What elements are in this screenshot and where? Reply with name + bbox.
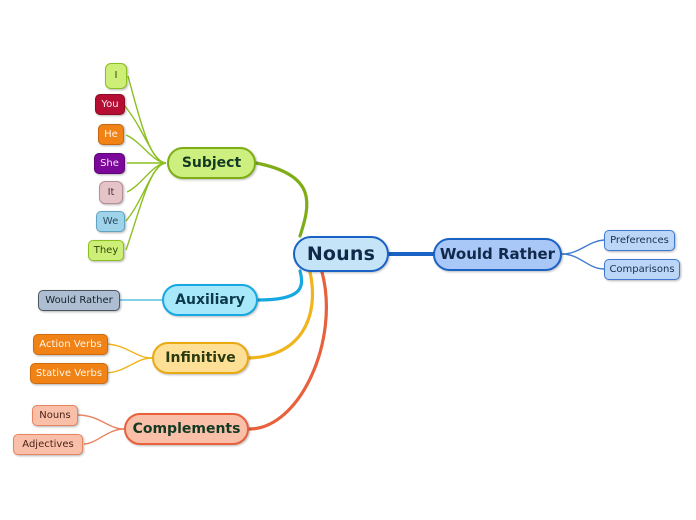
node-auxiliary-would-rather[interactable]: Would Rather — [38, 290, 120, 311]
node-nouns-root-label: Nouns — [306, 242, 376, 265]
node-infinitive[interactable]: Infinitive — [152, 342, 249, 374]
node-pronoun-it[interactable]: It — [99, 181, 123, 204]
node-pronoun-you[interactable]: You — [95, 94, 125, 115]
edge-root-infinitive — [244, 270, 315, 360]
edge-subject-they — [125, 162, 167, 251]
edge-subject-it — [126, 162, 167, 193]
node-subject[interactable]: Subject — [167, 147, 256, 179]
edge-complements-adjectives — [83, 428, 125, 445]
node-complement-adjectives-label: Adjectives — [22, 438, 74, 450]
edge-root-auxiliary — [256, 269, 304, 302]
node-auxiliary-would-rather-label: Would Rather — [45, 294, 113, 306]
node-preferences[interactable]: Preferences — [604, 230, 675, 251]
node-stative-verbs-label: Stative Verbs — [35, 367, 103, 379]
node-complement-nouns-label: Nouns — [39, 409, 71, 421]
edge-subject-he — [125, 134, 167, 164]
edge-wouldrather-preferences — [561, 239, 605, 255]
node-auxiliary-label: Auxiliary — [175, 292, 245, 308]
node-pronoun-she[interactable]: She — [94, 153, 125, 174]
node-nouns-root[interactable]: Nouns — [293, 236, 389, 272]
node-complement-nouns[interactable]: Nouns — [32, 405, 78, 426]
node-infinitive-label: Infinitive — [165, 350, 236, 366]
edge-wouldrather-comparisons — [561, 253, 605, 270]
node-action-verbs-label: Action Verbs — [39, 338, 102, 350]
node-comparisons[interactable]: Comparisons — [604, 259, 680, 280]
node-pronoun-we-label: We — [102, 215, 119, 227]
edge-root-subject — [254, 161, 309, 238]
node-complements-label: Complements — [132, 421, 241, 437]
node-pronoun-i[interactable]: I — [105, 63, 127, 89]
node-action-verbs[interactable]: Action Verbs — [33, 334, 108, 355]
edge-subject-you — [123, 104, 167, 164]
node-pronoun-it-label: It — [107, 186, 115, 198]
node-stative-verbs[interactable]: Stative Verbs — [30, 363, 108, 384]
node-pronoun-she-label: She — [100, 157, 119, 169]
node-subject-label: Subject — [181, 155, 242, 171]
node-pronoun-they[interactable]: They — [88, 240, 124, 261]
node-pronoun-i-label: I — [114, 70, 118, 81]
node-pronoun-he-label: He — [104, 128, 118, 140]
node-pronoun-we[interactable]: We — [96, 211, 125, 232]
node-pronoun-they-label: They — [93, 244, 119, 256]
node-complement-adjectives[interactable]: Adjectives — [13, 434, 83, 455]
edge-infinitive-stative-verbs — [103, 357, 153, 374]
node-auxiliary[interactable]: Auxiliary — [162, 284, 258, 316]
node-comparisons-label: Comparisons — [609, 263, 675, 275]
node-would-rather[interactable]: Would Rather — [433, 238, 562, 271]
node-pronoun-you-label: You — [101, 98, 119, 110]
node-preferences-label: Preferences — [610, 234, 669, 246]
edge-root-complements — [247, 270, 328, 431]
node-pronoun-he[interactable]: He — [98, 124, 124, 145]
edge-subject-i — [127, 75, 167, 164]
edge-complements-nouns — [76, 414, 125, 430]
edge-infinitive-action-verbs — [105, 343, 153, 359]
node-would-rather-label: Would Rather — [439, 245, 556, 263]
node-complements[interactable]: Complements — [124, 413, 249, 445]
edge-subject-we — [125, 162, 167, 222]
